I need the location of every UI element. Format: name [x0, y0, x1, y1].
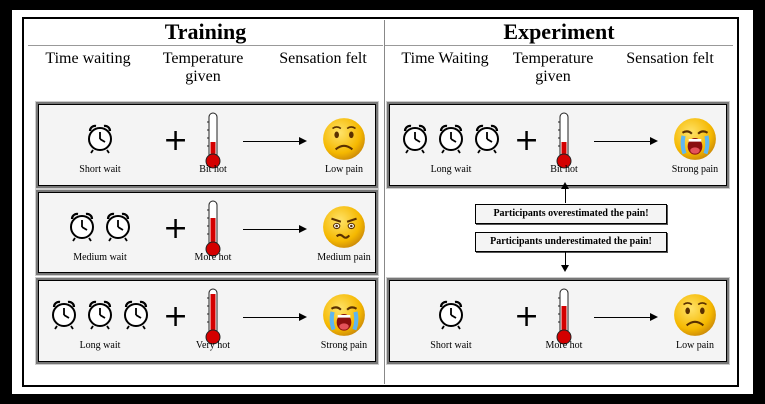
- arrow-up-to-experiment-row-1: [561, 182, 569, 203]
- training-row-2-clock-icon-1: [67, 210, 97, 247]
- arrow-down-to-experiment-row-2: [561, 251, 569, 272]
- experiment-title-rule: [385, 45, 733, 46]
- training-row-2-temp-label: More hot: [194, 252, 232, 263]
- experiment-row-1-face-icon-cry: [672, 116, 718, 167]
- experiment-row-1-clock-icon-1: [400, 122, 430, 159]
- training-row-3-plus-sign: +: [163, 299, 189, 334]
- experiment-row-1-thermometer-icon: [554, 110, 574, 175]
- training-row-3-arrow: [243, 313, 307, 321]
- training-title-rule: [28, 45, 383, 46]
- training-row-2-arrow: [243, 225, 307, 233]
- training-row-3-face-icon-cry: [321, 292, 367, 343]
- training-row-2-wait-label: Medium wait: [73, 252, 127, 263]
- training-row-1-temp-label: Bit hot: [199, 164, 227, 175]
- experiment-row-2-temp-label: More hot: [545, 340, 583, 351]
- training-row-3-clock-icon-2: [85, 298, 115, 335]
- training-row-2-clock-icon-2: [103, 210, 133, 247]
- training-row-1-thermometer-icon: [203, 110, 223, 175]
- experiment-row-2-thermometer-icon: [554, 286, 574, 351]
- experiment-header-time: Time Waiting: [401, 50, 489, 67]
- training-row-2: [38, 192, 376, 273]
- training-row-3-thermometer-icon: [203, 286, 223, 351]
- experiment-title: Experiment: [503, 19, 615, 44]
- experiment-row-1-clock-icon-2: [436, 122, 466, 159]
- experiment-row-1-temp-label: Bit hot: [550, 164, 578, 175]
- training-panel: Training Time waiting Temperature given …: [28, 20, 383, 384]
- training-row-1-wait-label: Short wait: [79, 164, 121, 175]
- experiment-row-1-wait-label: Long wait: [430, 164, 472, 175]
- note-overestimated: Participants overestimated the pain!: [475, 204, 667, 224]
- experiment-row-2-arrow: [594, 313, 658, 321]
- training-row-2-thermometer-icon: [203, 198, 223, 263]
- experiment-row-2-wait-label: Short wait: [430, 340, 472, 351]
- training-row-2-face-icon-grimace: [321, 204, 367, 255]
- training-row-2-plus-sign: +: [163, 211, 189, 246]
- experiment-header-temperature: Temperature given: [512, 50, 594, 85]
- training-row-1-clock-icon-1: [85, 122, 115, 159]
- training-header-sensation: Sensation felt: [279, 50, 367, 67]
- training-header-temperature: Temperature given: [162, 50, 244, 85]
- panel-divider: [384, 20, 385, 384]
- training-row-1-face-icon-sad: [321, 116, 367, 167]
- training-row-3-wait-label: Long wait: [79, 340, 121, 351]
- training-row-1-arrow: [243, 137, 307, 145]
- experiment-row-1-plus-sign: +: [514, 123, 540, 158]
- training-row-3-pain-label: Strong pain: [320, 340, 368, 351]
- experiment-row-1-arrow: [594, 137, 658, 145]
- training-row-3-clock-icon-1: [49, 298, 79, 335]
- training-row-2-pain-label: Medium pain: [317, 252, 371, 263]
- experiment-row-2-pain-label: Low pain: [675, 340, 715, 351]
- experiment-row-1-clock-icon-3: [472, 122, 502, 159]
- training-row-3-clock-icon-3: [121, 298, 151, 335]
- experiment-row-2-clock-icon-1: [436, 298, 466, 335]
- training-header-time: Time waiting: [45, 50, 131, 67]
- training-row-1-pain-label: Low pain: [324, 164, 364, 175]
- training-row-3-temp-label: Very hot: [195, 340, 231, 351]
- note-underestimated: Participants underestimated the pain!: [475, 232, 667, 252]
- experiment-row-2-face-icon-sad: [672, 292, 718, 343]
- training-title: Training: [164, 19, 247, 44]
- training-row-1-plus-sign: +: [163, 123, 189, 158]
- experiment-row-2-plus-sign: +: [514, 299, 540, 334]
- experiment-header-sensation: Sensation felt: [626, 50, 714, 67]
- experiment-row-1-pain-label: Strong pain: [671, 164, 719, 175]
